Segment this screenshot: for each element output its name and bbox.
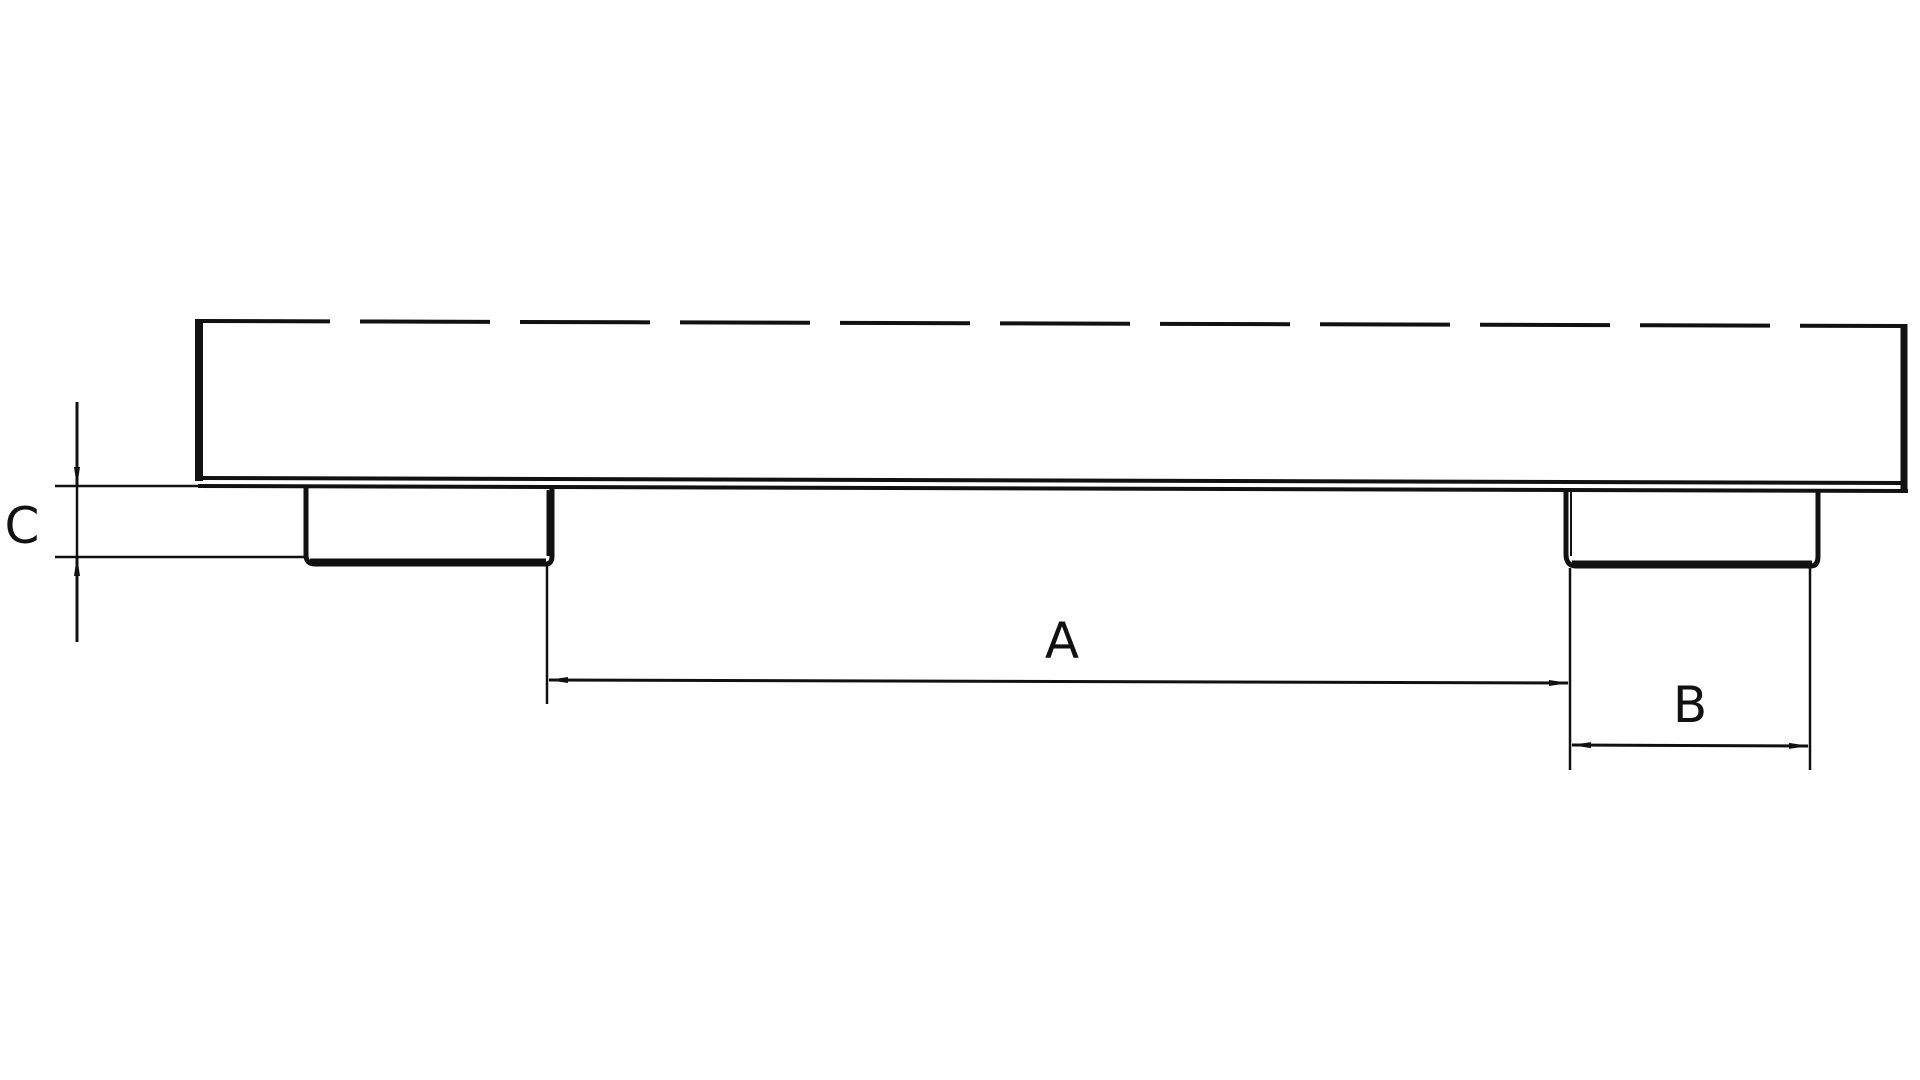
container-body bbox=[195, 319, 1909, 493]
dimension-b bbox=[1571, 568, 1812, 770]
container-outer-bottom bbox=[197, 484, 1909, 493]
left-fork-pocket bbox=[303, 487, 555, 567]
dimension-a bbox=[545, 565, 1572, 770]
dimension-b-label: B bbox=[1673, 676, 1707, 734]
right-fork-pocket bbox=[1563, 491, 1821, 569]
container-inner-bottom bbox=[202, 476, 1902, 485]
dimension-a-line bbox=[548, 677, 1569, 686]
dimension-c-label: C bbox=[5, 497, 40, 555]
container-top-dashed-edge bbox=[199, 319, 1906, 328]
dimension-c bbox=[55, 402, 305, 642]
dimension-b-line bbox=[1571, 742, 1809, 749]
dimension-a-label: A bbox=[1045, 612, 1079, 670]
